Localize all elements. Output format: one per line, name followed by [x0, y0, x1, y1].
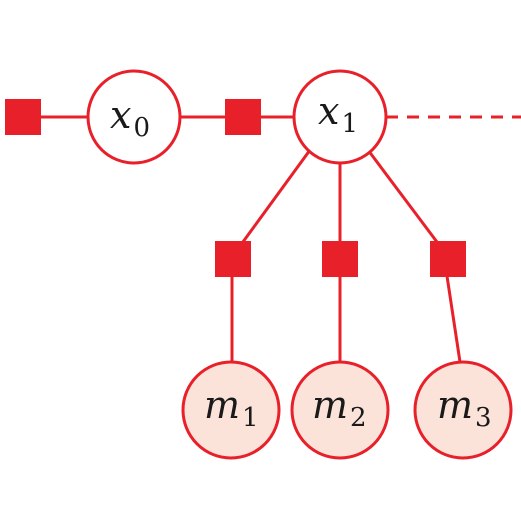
node-m1-base: m [204, 383, 240, 427]
node-m2-sub: 2 [350, 403, 367, 433]
node-m3-sub: 3 [475, 403, 492, 433]
node-m2-circle [290, 360, 390, 460]
edges [40, 115, 521, 363]
node-x0-base: x [110, 93, 131, 137]
edge-factor-m3 [445, 275, 462, 363]
node-x0: x0 [86, 69, 182, 165]
factor-observation-m2 [322, 241, 358, 277]
node-m3-base: m [437, 383, 473, 427]
svg-text:m3: m3 [437, 383, 492, 433]
node-m1-sub: 1 [242, 403, 259, 433]
node-m3: m3 [413, 360, 513, 460]
factor-observation-m1 [215, 241, 251, 277]
edge-x1-factor-m1 [238, 149, 312, 247]
factor-prior-x0 [5, 99, 41, 135]
svg-text:x1: x1 [318, 89, 358, 139]
factors [5, 99, 466, 277]
svg-text:m2: m2 [312, 383, 367, 433]
svg-text:x0: x0 [110, 93, 150, 143]
edge-x1-factor-m3 [366, 149, 442, 247]
factor-odometry-x0-x1 [225, 99, 261, 135]
node-m2-base: m [312, 383, 348, 427]
node-x1-circle [292, 69, 388, 165]
svg-text:m1: m1 [204, 383, 259, 433]
node-m1-circle [181, 360, 281, 460]
node-x1-sub: 1 [341, 109, 358, 139]
node-x0-sub: 0 [133, 113, 150, 143]
node-m3-circle [413, 360, 513, 460]
node-x0-circle [86, 69, 182, 165]
node-m1: m1 [181, 360, 281, 460]
node-x1-base: x [318, 89, 339, 133]
node-x1: x1 [292, 69, 388, 165]
factor-observation-m3 [430, 241, 466, 277]
node-m2: m2 [290, 360, 390, 460]
